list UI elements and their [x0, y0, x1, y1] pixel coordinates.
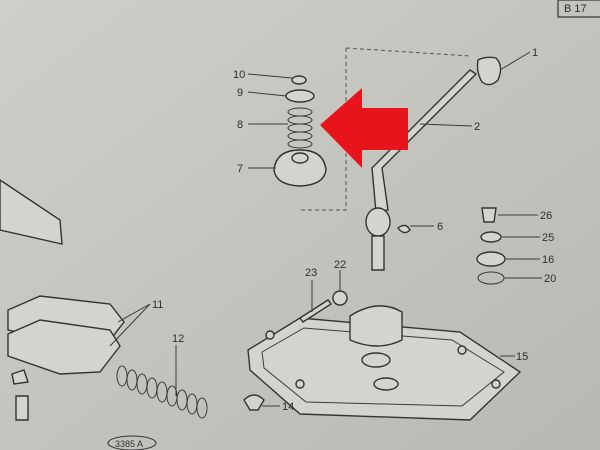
seal-stack [476, 207, 506, 285]
page-ref-box: B 17 [557, 0, 600, 18]
callout-23: 23 [305, 267, 317, 279]
selector-plates [0, 179, 125, 421]
spring-assembly [273, 75, 327, 187]
figure-ref-label: 3385 A [115, 439, 143, 449]
callout-12: 12 [172, 333, 184, 345]
callout-16: 16 [542, 254, 554, 266]
spring-12 [116, 365, 208, 419]
pin-23 [298, 299, 333, 323]
pin-6 [397, 224, 411, 234]
callout-8: 8 [237, 119, 243, 131]
callout-14: 14 [282, 401, 294, 413]
leader-lines [109, 51, 542, 407]
callout-1: 1 [532, 47, 538, 59]
gearbox-cover [247, 305, 522, 421]
figure-ref: 3385 A [107, 435, 157, 450]
callout-6: 6 [437, 221, 443, 233]
callout-2: 2 [474, 121, 480, 133]
callout-15: 15 [516, 351, 528, 363]
page-ref: B 17 [564, 3, 587, 15]
callout-26: 26 [540, 210, 552, 222]
gear-lever [300, 47, 502, 271]
callout-20: 20 [544, 273, 556, 285]
callout-7: 7 [237, 163, 243, 175]
callout-25: 25 [542, 232, 554, 244]
callout-9: 9 [237, 87, 243, 99]
callout-11: 11 [152, 299, 163, 311]
red-arrow-pointer [320, 88, 408, 168]
part-14 [243, 394, 265, 411]
callout-22: 22 [334, 259, 346, 271]
callout-10: 10 [233, 69, 245, 81]
part-22 [332, 290, 348, 306]
